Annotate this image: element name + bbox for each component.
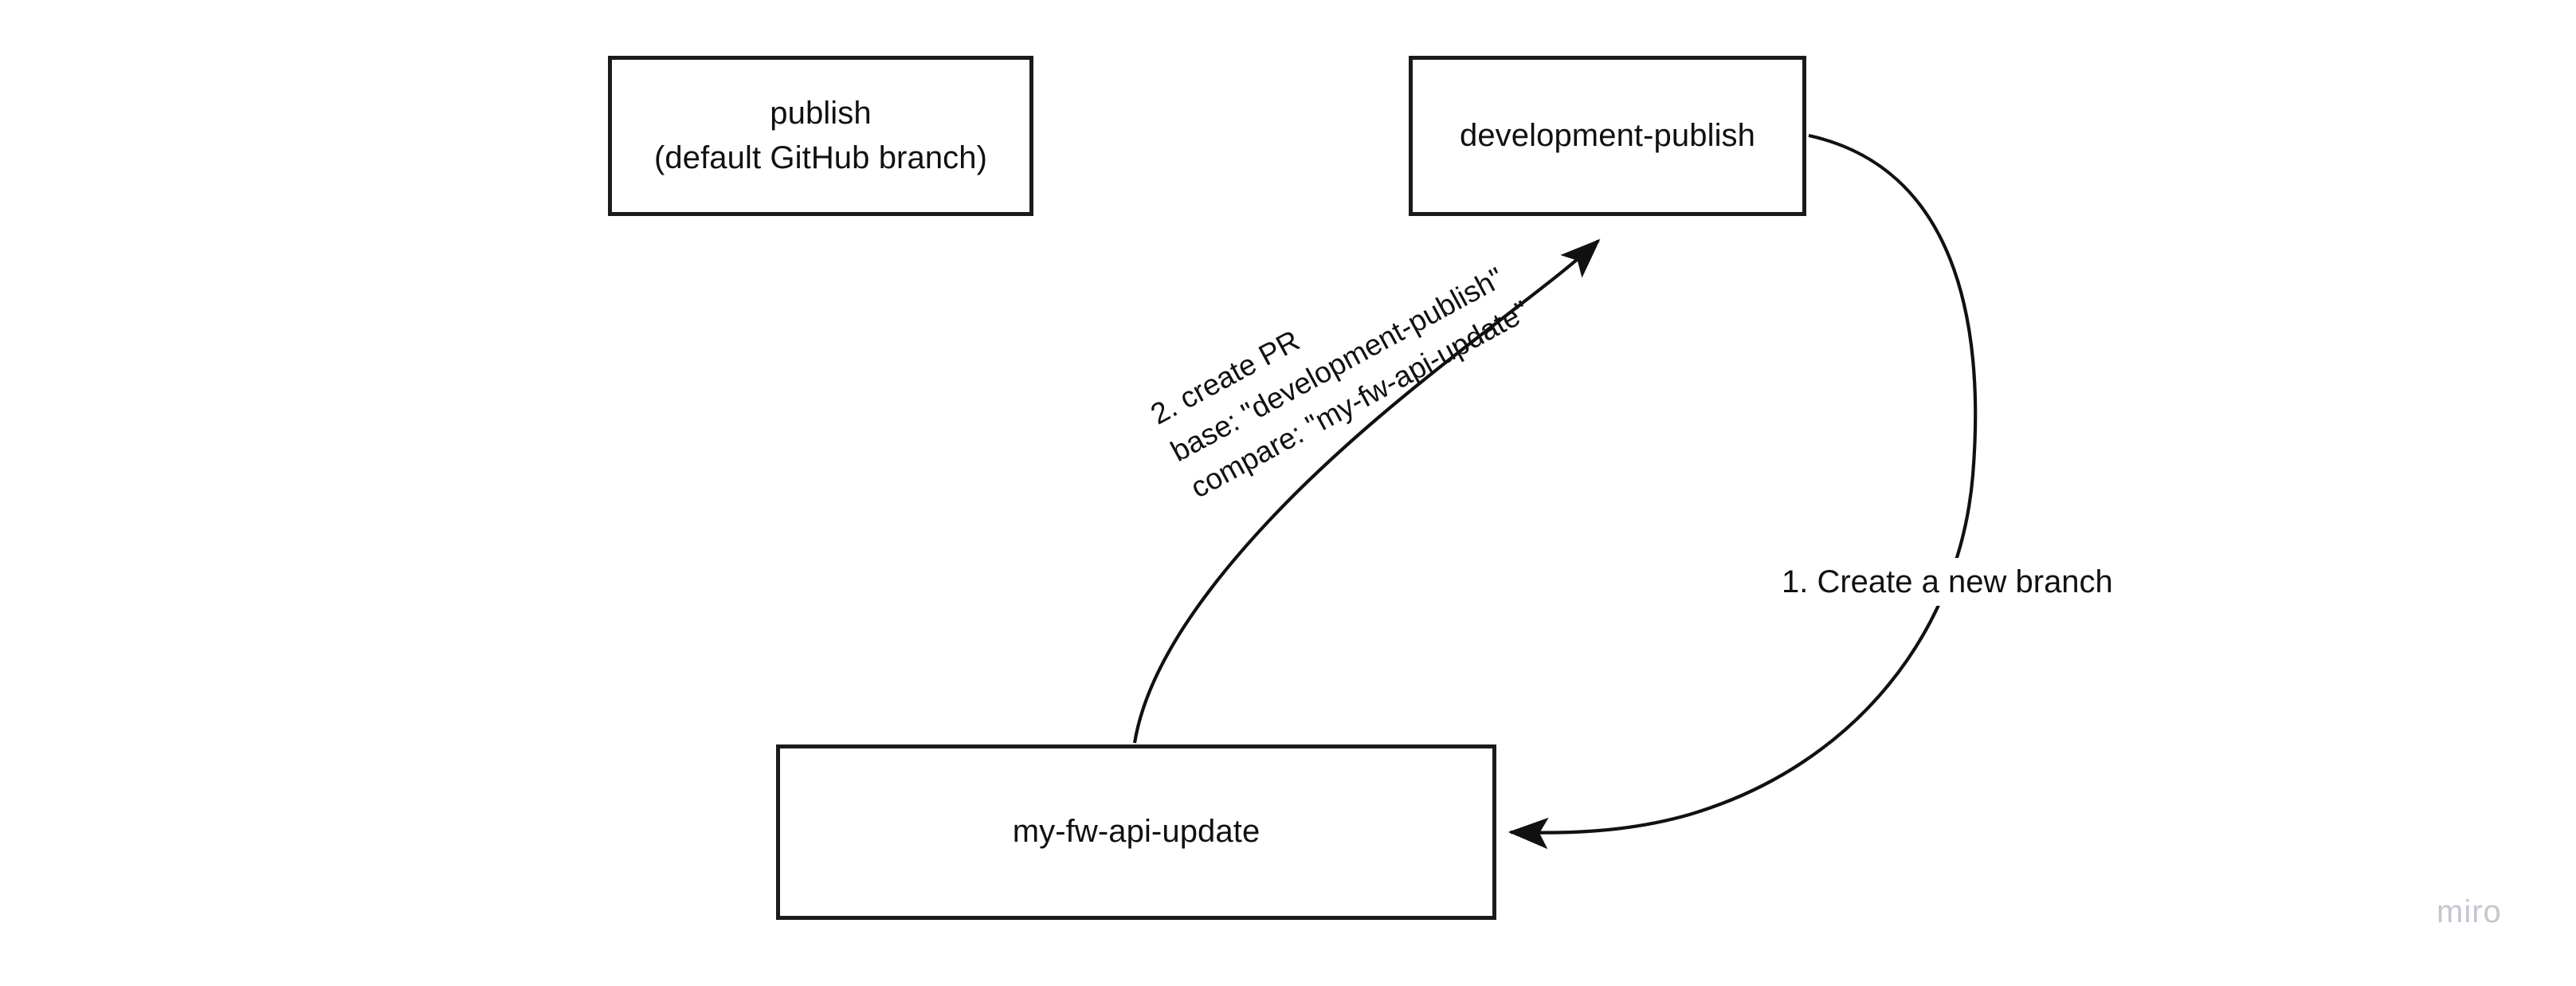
node-my-fw-api-update[interactable]: my-fw-api-update [776, 744, 1496, 920]
node-publish-label: publish (default GitHub branch) [653, 96, 988, 175]
node-my-fw-api-update-label: my-fw-api-update [1012, 814, 1261, 850]
edge-create-branch-path [1508, 133, 1978, 850]
node-publish[interactable]: publish (default GitHub branch) [608, 56, 1033, 216]
node-development-publish[interactable]: development-publish [1409, 56, 1806, 216]
miro-watermark: miro [2437, 894, 2502, 929]
edge-label-create-pr: 2. create PR base: "development-publish"… [1145, 261, 1535, 505]
edge-label-create-branch: 1. Create a new branch [1774, 558, 2121, 606]
node-development-publish-label: development-publish [1459, 117, 1756, 153]
